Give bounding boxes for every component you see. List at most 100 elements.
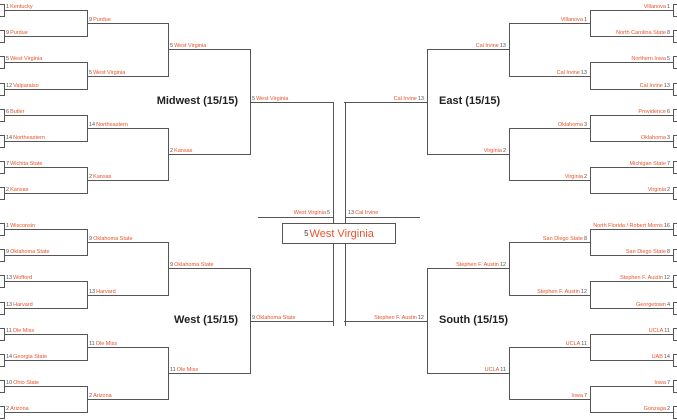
bracket-line (0, 109, 4, 110)
team-slot[interactable]: 13Harvard (5, 302, 33, 308)
bracket-line (4, 412, 87, 413)
team-slot[interactable]: Providence6 (638, 109, 671, 115)
team-slot[interactable]: 6Butler (5, 109, 24, 115)
team-slot[interactable]: Stephen F. Austin12 (537, 289, 588, 295)
bracket-line (590, 229, 673, 230)
team-slot[interactable]: 9Oklahoma State (169, 262, 214, 268)
team-slot[interactable]: 11Ole Miss (88, 341, 117, 347)
team-name: Oklahoma State (10, 249, 50, 255)
bracket-line (258, 217, 333, 218)
team-name: Ole Miss (176, 367, 199, 373)
team-slot[interactable]: 13Wofford (5, 275, 32, 281)
team-slot[interactable]: 13Cal Irvine (347, 210, 378, 216)
team-slot[interactable]: Gonzaga2 (644, 406, 671, 412)
champion-name: West Virginia (309, 227, 374, 240)
bracket-line (0, 173, 4, 174)
region-title-west: West (15/15) (174, 314, 238, 326)
bracket-line (590, 229, 591, 256)
bracket-line (4, 10, 87, 11)
champion-box[interactable]: 5 West Virginia (282, 223, 396, 244)
team-slot[interactable]: Oklahoma3 (641, 135, 671, 141)
team-slot[interactable]: Northern Iowa5 (631, 56, 671, 62)
bracket-line (87, 180, 168, 181)
team-slot[interactable]: San Diego State8 (543, 236, 588, 242)
team-name: Purdue (93, 17, 111, 23)
bracket-line (590, 10, 673, 11)
bracket-line (87, 347, 168, 348)
team-slot[interactable]: UCLA11 (566, 341, 588, 347)
team-slot[interactable]: 2Arizona (5, 406, 29, 412)
team-slot[interactable]: 10Ohio State (5, 380, 39, 386)
team-slot[interactable]: 9Oklahoma State (251, 315, 296, 321)
team-slot[interactable]: 9Purdue (88, 17, 111, 23)
bracket-line (590, 62, 591, 90)
team-slot[interactable]: North Florida / Robert Morris16 (593, 223, 671, 229)
team-slot[interactable]: 9Oklahoma State (88, 236, 133, 242)
team-slot[interactable]: 11Ole Miss (169, 367, 198, 373)
team-slot[interactable]: 1Wisconsin (5, 223, 35, 229)
team-slot[interactable]: 5West Virginia (251, 96, 288, 102)
team-slot[interactable]: 14Northeastern (88, 122, 128, 128)
bracket-line (0, 223, 4, 224)
bracket-line (673, 340, 677, 341)
team-slot[interactable]: Stephen F. Austin12 (620, 275, 671, 281)
team-slot[interactable]: 2Kansas (88, 174, 111, 180)
team-slot[interactable]: San Diego State8 (626, 249, 671, 255)
team-slot[interactable]: 2Kansas (169, 148, 192, 154)
team-slot[interactable]: 12Valparaiso (5, 83, 39, 89)
team-slot[interactable]: Villanova1 (644, 4, 671, 10)
team-slot[interactable]: 11Ole Miss (5, 328, 34, 334)
team-slot[interactable]: 14Northeastern (5, 135, 45, 141)
team-slot[interactable]: Virginia2 (648, 187, 671, 193)
team-slot[interactable]: 5West Virginia (5, 56, 42, 62)
team-slot[interactable]: Villanova1 (561, 17, 588, 23)
team-slot[interactable]: 2Arizona (88, 393, 112, 399)
bracket-line (0, 16, 4, 17)
team-slot[interactable]: Stephen F. Austin12 (456, 262, 507, 268)
team-slot[interactable]: UAB14 (652, 354, 671, 360)
team-slot[interactable]: 9Purdue (5, 30, 28, 36)
team-slot[interactable]: Stephen F. Austin12 (374, 315, 425, 321)
team-slot[interactable]: Cal Irvine13 (640, 83, 671, 89)
team-slot[interactable]: West Virginia5 (294, 210, 331, 216)
team-slot[interactable]: North Carolina State8 (616, 30, 671, 36)
bracket-line (0, 4, 4, 5)
team-slot[interactable]: UCLA11 (649, 328, 671, 334)
team-seed: 12 (6, 83, 13, 89)
team-slot[interactable]: Cal Irvine13 (476, 43, 507, 49)
team-slot[interactable]: 5West Virginia (88, 70, 125, 76)
team-name: Oklahoma (557, 122, 583, 128)
bracket-line (87, 76, 168, 77)
team-slot[interactable]: 7Wichita State (5, 161, 42, 167)
team-slot[interactable]: Michigan State7 (630, 161, 671, 167)
team-slot[interactable]: 13Harvard (88, 289, 116, 295)
team-slot[interactable]: 14Georgia State (5, 354, 47, 360)
bracket-line (87, 295, 168, 296)
team-name: Villanova (643, 4, 666, 10)
team-slot[interactable]: 5West Virginia (169, 43, 206, 49)
bracket-line (590, 386, 673, 387)
bracket-line (0, 147, 4, 148)
team-slot[interactable]: Virginia2 (484, 148, 507, 154)
team-slot[interactable]: 1Kentucky (5, 4, 33, 10)
team-slot[interactable]: Georgetown4 (636, 302, 671, 308)
team-seed: 2 (583, 174, 587, 180)
team-slot[interactable]: UCLA11 (485, 367, 507, 373)
team-slot[interactable]: 2Kansas (5, 187, 28, 193)
bracket-line (673, 287, 677, 288)
team-slot[interactable]: Iowa7 (571, 393, 588, 399)
team-name: Iowa (654, 380, 666, 386)
team-slot[interactable]: Cal Irvine13 (557, 70, 588, 76)
team-name: Arizona (10, 406, 29, 412)
team-slot[interactable]: Iowa7 (654, 380, 671, 386)
bracket-line (673, 68, 677, 69)
team-slot[interactable]: 9Oklahoma State (5, 249, 50, 255)
team-slot[interactable]: Virginia2 (565, 174, 588, 180)
bracket-line (4, 115, 87, 116)
team-seed: 8 (666, 30, 670, 36)
team-name: West Virginia (293, 210, 326, 216)
team-slot[interactable]: Oklahoma3 (558, 122, 588, 128)
team-slot[interactable]: Cal Irvine13 (394, 96, 425, 102)
bracket-line (673, 161, 674, 174)
